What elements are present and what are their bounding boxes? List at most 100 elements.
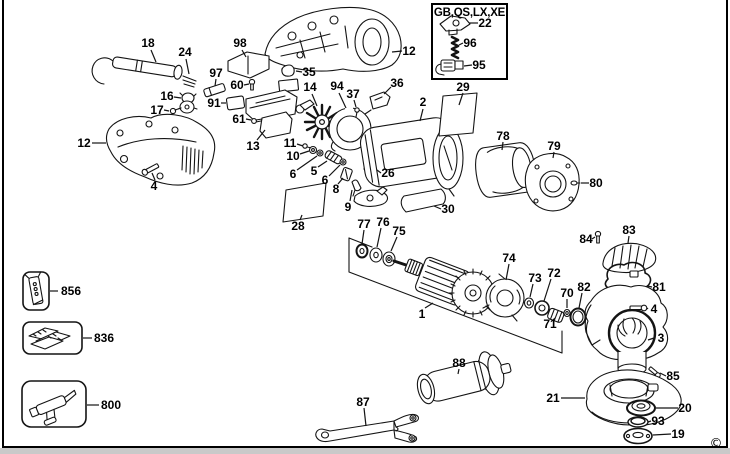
- variant-box: GB,QS,LX,XE: [431, 3, 508, 80]
- callout-836: 836: [93, 331, 115, 345]
- leader-71: [552, 317, 556, 321]
- callout-12: 12: [402, 44, 416, 58]
- callout-98: 98: [233, 36, 247, 50]
- part-flange-79: [524, 152, 580, 212]
- callout-4: 4: [650, 302, 658, 316]
- part-worm-5: [324, 150, 343, 165]
- part-motor-housing-2: [359, 117, 464, 197]
- part-washer-76: [369, 247, 383, 263]
- leader-24: [185, 58, 190, 75]
- callout-19: 19: [671, 427, 685, 441]
- leader-96: [458, 42, 464, 46]
- part-plate-97: [203, 83, 226, 98]
- callout-93: 93: [651, 414, 665, 428]
- callout-28: 28: [291, 219, 305, 233]
- part-wrench-87: [315, 413, 419, 443]
- leader-73: [529, 283, 534, 298]
- leader-77: [361, 229, 365, 245]
- callout-2: 2: [419, 95, 427, 109]
- leader-29: [458, 92, 464, 106]
- callout-74: 74: [502, 251, 516, 265]
- part-plate-29: [438, 92, 478, 137]
- part-switch-13: [245, 89, 315, 139]
- leader-19: [652, 433, 672, 436]
- part-nut-6a: [316, 149, 324, 157]
- callout-35: 35: [302, 65, 316, 79]
- part-screw-4-left: [141, 163, 160, 176]
- callout-30: 30: [441, 202, 455, 216]
- armature-group-bracket: [348, 237, 563, 354]
- callout-84: 84: [579, 232, 593, 246]
- leader-6: [296, 155, 318, 171]
- callout-5: 5: [310, 164, 318, 178]
- leader-28: [299, 214, 303, 221]
- leader-12: [391, 50, 403, 53]
- part-washer-10: [308, 145, 318, 155]
- callout-12: 12: [77, 136, 91, 150]
- leader-8: [337, 177, 344, 185]
- callout-3: 3: [657, 331, 665, 345]
- leader-10: [299, 150, 310, 155]
- callout-26: 26: [381, 166, 395, 180]
- callout-36: 36: [390, 76, 404, 90]
- page-border-right: [726, 0, 728, 448]
- callout-80: 80: [589, 176, 603, 190]
- leader-26: [376, 169, 382, 174]
- part-bracket-36: [369, 91, 391, 110]
- leader-30: [433, 205, 442, 210]
- part-screw-17: [169, 107, 182, 115]
- leader-76: [376, 227, 382, 248]
- callout-21: 21: [546, 391, 560, 405]
- part-clip-35: [278, 64, 300, 93]
- part-armature-1: [392, 256, 522, 318]
- callout-17: 17: [150, 103, 164, 117]
- part-housing-left-12: [106, 113, 216, 186]
- leader-98: [241, 49, 247, 58]
- part-strip-30: [400, 188, 446, 213]
- part-bearing-72: [534, 300, 550, 316]
- callout-4: 4: [150, 179, 158, 193]
- leader-3: [647, 337, 655, 341]
- callout-6: 6: [289, 167, 297, 181]
- leader-93: [647, 420, 652, 423]
- leader-94: [338, 92, 347, 109]
- leader-9: [349, 189, 353, 202]
- callout-60: 60: [230, 78, 244, 92]
- callout-81: 81: [652, 280, 666, 294]
- callout-78: 78: [496, 129, 510, 143]
- part-spring-96: [450, 35, 460, 60]
- leader-82: [578, 292, 583, 309]
- callout-11: 11: [283, 136, 297, 150]
- page-border-bottom: [2, 446, 728, 448]
- part-screw-61: [251, 118, 263, 124]
- part-gearcase-3: [584, 284, 669, 382]
- leader-95: [463, 64, 473, 67]
- callout-856: 856: [60, 284, 82, 298]
- part-guard-21: [585, 369, 682, 426]
- callout-61: 61: [232, 112, 246, 126]
- leader-75: [390, 236, 398, 252]
- part-screw-60: [248, 78, 256, 91]
- callout-82: 82: [577, 280, 591, 294]
- callout-97: 97: [209, 66, 223, 80]
- callout-37: 37: [346, 87, 360, 101]
- leader-13: [256, 129, 266, 141]
- callout-75: 75: [392, 224, 406, 238]
- part-nut-6b: [339, 158, 347, 166]
- callout-91: 91: [207, 96, 221, 110]
- part-plate-28: [282, 182, 327, 223]
- leader-6: [328, 164, 341, 177]
- callout-29: 29: [456, 80, 470, 94]
- part-washer-77: [355, 243, 369, 259]
- callout-83: 83: [622, 223, 636, 237]
- leader-79: [552, 151, 555, 159]
- part-screw-84: [594, 230, 602, 244]
- callout-1: 1: [418, 307, 426, 321]
- callout-10: 10: [286, 149, 300, 163]
- callout-14: 14: [303, 80, 317, 94]
- part-flange-20: [626, 399, 656, 417]
